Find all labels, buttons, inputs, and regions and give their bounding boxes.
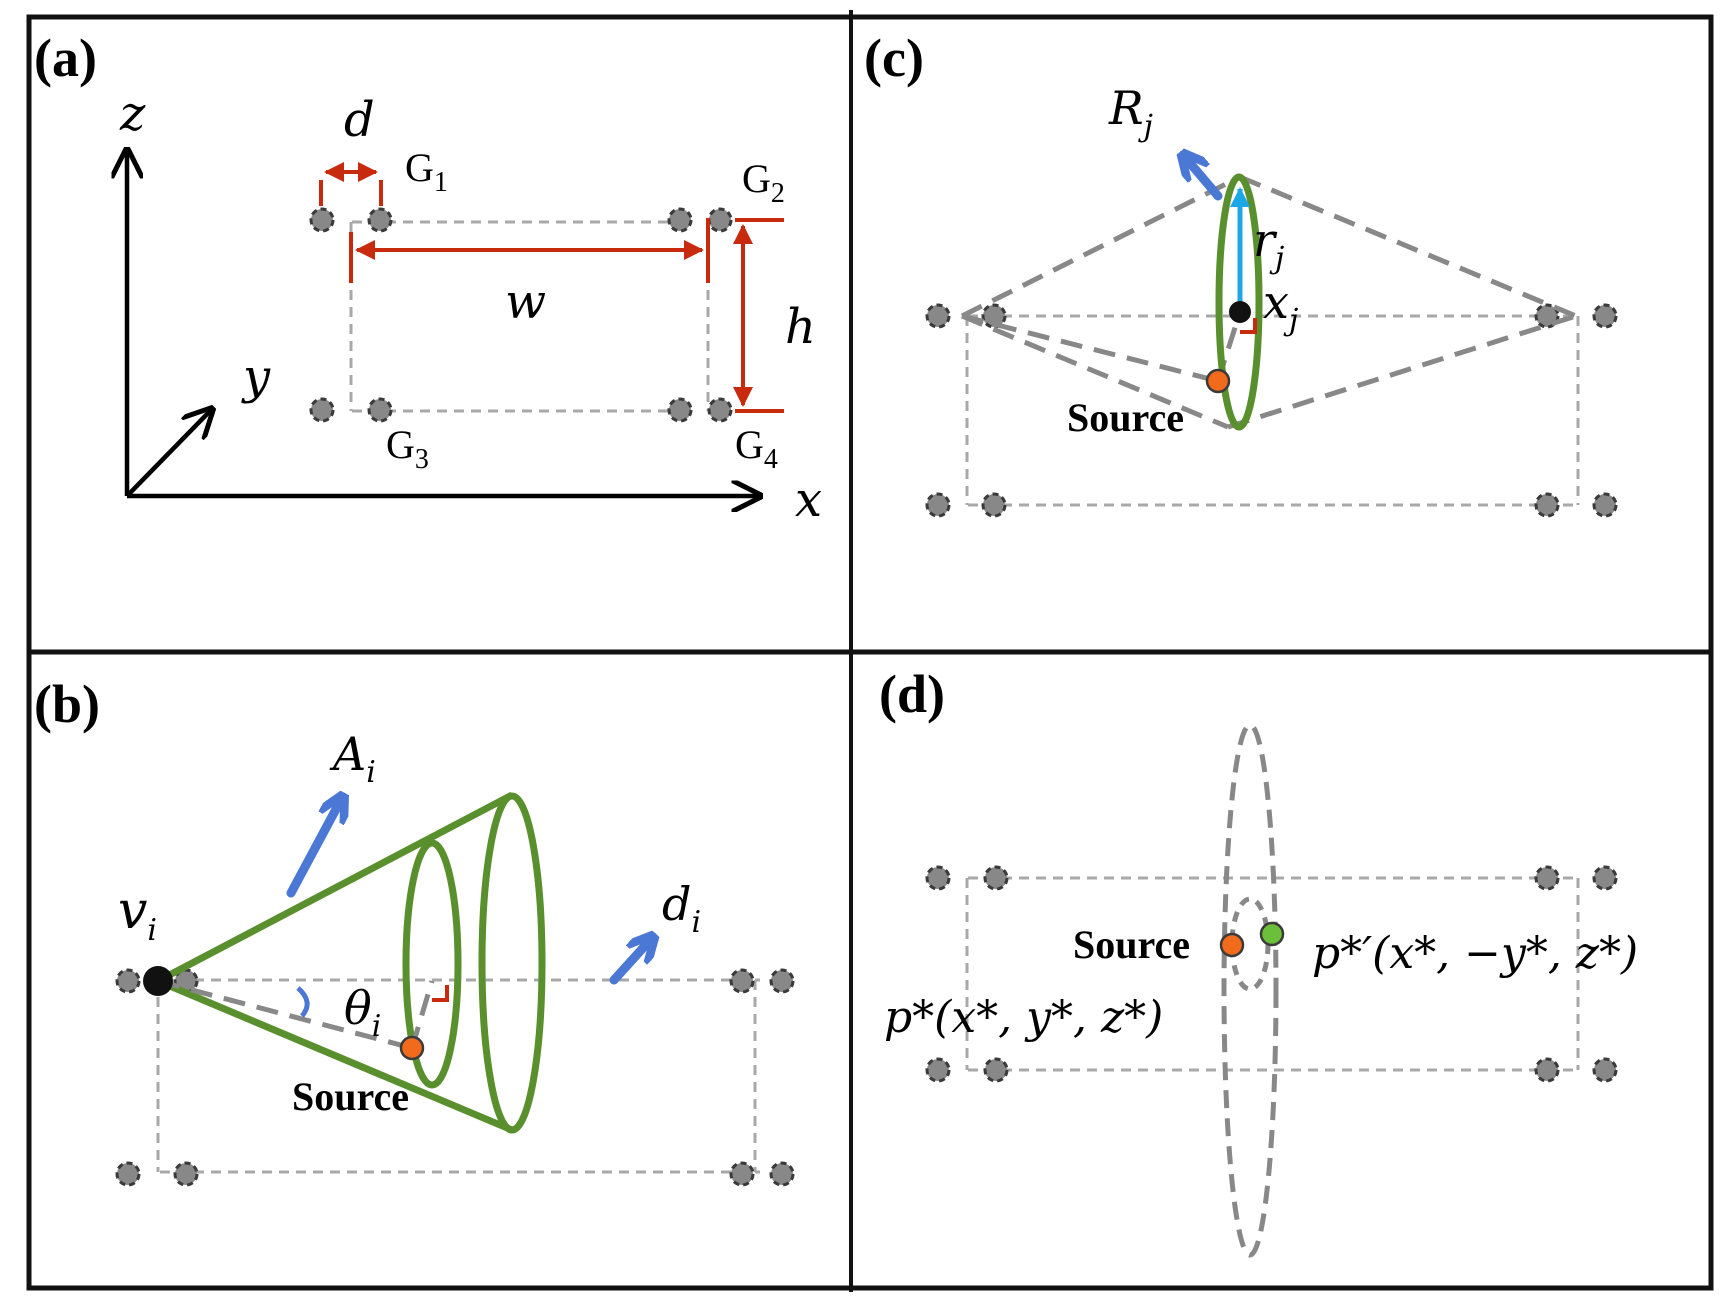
source-label-c: Source (1067, 395, 1184, 440)
panel-d-label: (d) (879, 664, 945, 724)
y-axis-label: y (241, 349, 271, 405)
panel-b-label: (b) (34, 674, 100, 734)
mic-group-g3 (309, 397, 393, 423)
ring-ellipse-outer (1221, 722, 1279, 1258)
panel-a: (a) z x y d (34, 28, 822, 528)
panel-a-label: (a) (34, 28, 97, 88)
source-label-b: Source (292, 1074, 409, 1119)
x-axis-label: x (795, 472, 822, 528)
source-line-b (157, 978, 413, 1051)
panel-c: (c) Rj rj xj Source (864, 28, 1618, 518)
array-frame (349, 220, 710, 413)
direction-arrow (609, 938, 652, 985)
direction-label: di (662, 877, 701, 940)
ring-axis-arrow (1184, 156, 1223, 201)
axis-arrow-a (286, 798, 342, 898)
source-point-c (1205, 368, 1231, 394)
source-point-b (399, 1035, 425, 1061)
ring-axis-label: Rj (1108, 81, 1153, 144)
vertex-label: vi (118, 881, 157, 948)
radius-label: rj (1253, 213, 1284, 276)
array-frame-d (965, 876, 1580, 1072)
ring-center (1229, 301, 1251, 323)
dimension-w-label: w (505, 274, 546, 330)
panel-d: (d) Source p*′(x*, −y*, z*) p*(x*, y*, z… (879, 664, 1638, 1258)
cone (156, 791, 546, 1134)
ring-ellipse (1215, 173, 1263, 431)
panel-borders (26, 10, 1714, 1292)
axis-label-a: Ai (329, 727, 376, 790)
mirror-point-label: p*′(x*, −y*, z*) (1312, 928, 1638, 979)
dimension-h-label: h (785, 299, 816, 355)
mic-group-g1 (309, 207, 393, 233)
mirror-point (1259, 921, 1285, 947)
vertex-point (143, 966, 173, 996)
group-label-g2: G2 (742, 156, 785, 209)
z-axis-label: z (119, 86, 146, 142)
array-frame-c (965, 314, 1580, 507)
angle-arc (296, 986, 310, 1018)
right-angle-mark-c (1240, 318, 1257, 334)
panel-b: (b) vi Ai di θi Source (34, 674, 795, 1187)
y-axis (125, 409, 212, 498)
source-coords-label: p*(x*, y*, z*) (884, 992, 1163, 1043)
center-label: xj (1263, 275, 1298, 338)
source-label-d: Source (1073, 922, 1190, 967)
angle-label: θi (344, 981, 381, 1044)
right-angle-mark-b (432, 985, 449, 1002)
group-label-g4: G4 (735, 422, 778, 475)
dimension-d-label: d (344, 92, 375, 148)
dimension-h: h (733, 218, 816, 413)
dimension-w: w (349, 218, 710, 330)
group-label-g3: G3 (386, 422, 429, 475)
array-frame-b (156, 978, 760, 1174)
dimension-d: d (319, 92, 383, 206)
mic-group-g4 (667, 397, 733, 423)
panel-c-label: (c) (864, 28, 924, 88)
mic-group-g2 (667, 207, 733, 233)
group-label-g1: G1 (405, 145, 448, 198)
source-point-d (1219, 932, 1245, 958)
